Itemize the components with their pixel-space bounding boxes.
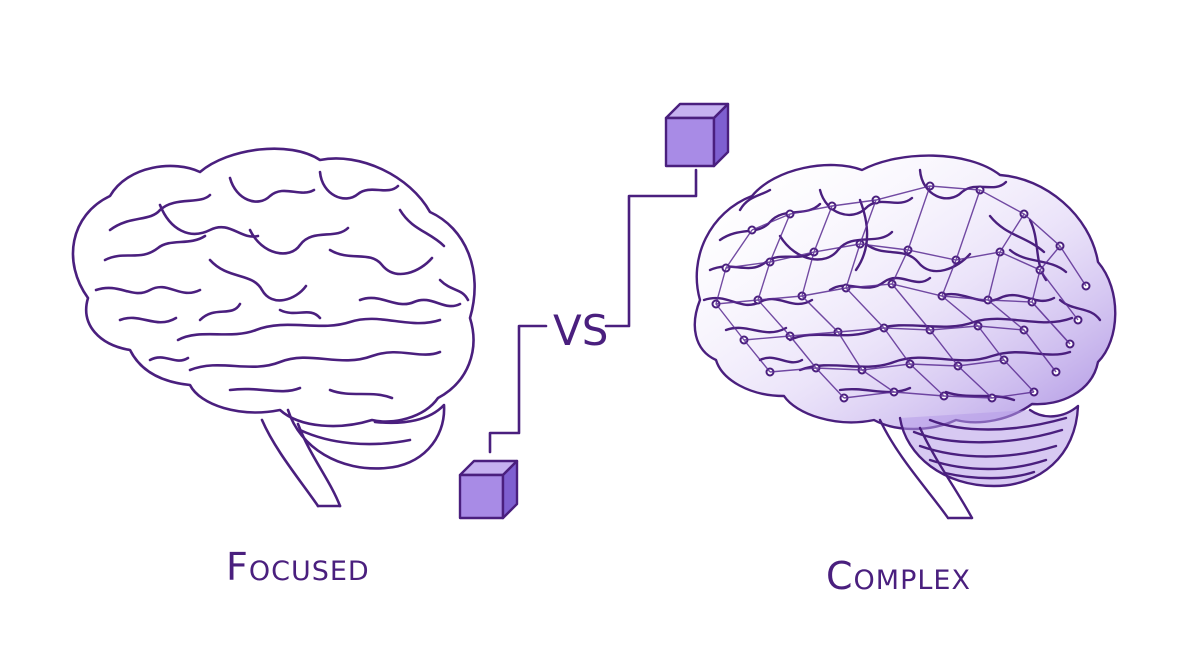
- cube-icon: [458, 459, 519, 520]
- network-links: [715, 185, 1087, 399]
- connector-line: [488, 168, 698, 454]
- label-focused: Focused: [226, 545, 370, 589]
- cube-icon: [664, 102, 730, 168]
- label-vs: VS: [553, 306, 609, 355]
- brain-icon-simple: [71, 147, 476, 508]
- label-complex: Complex: [826, 554, 971, 598]
- brain-icon-network: [693, 154, 1117, 520]
